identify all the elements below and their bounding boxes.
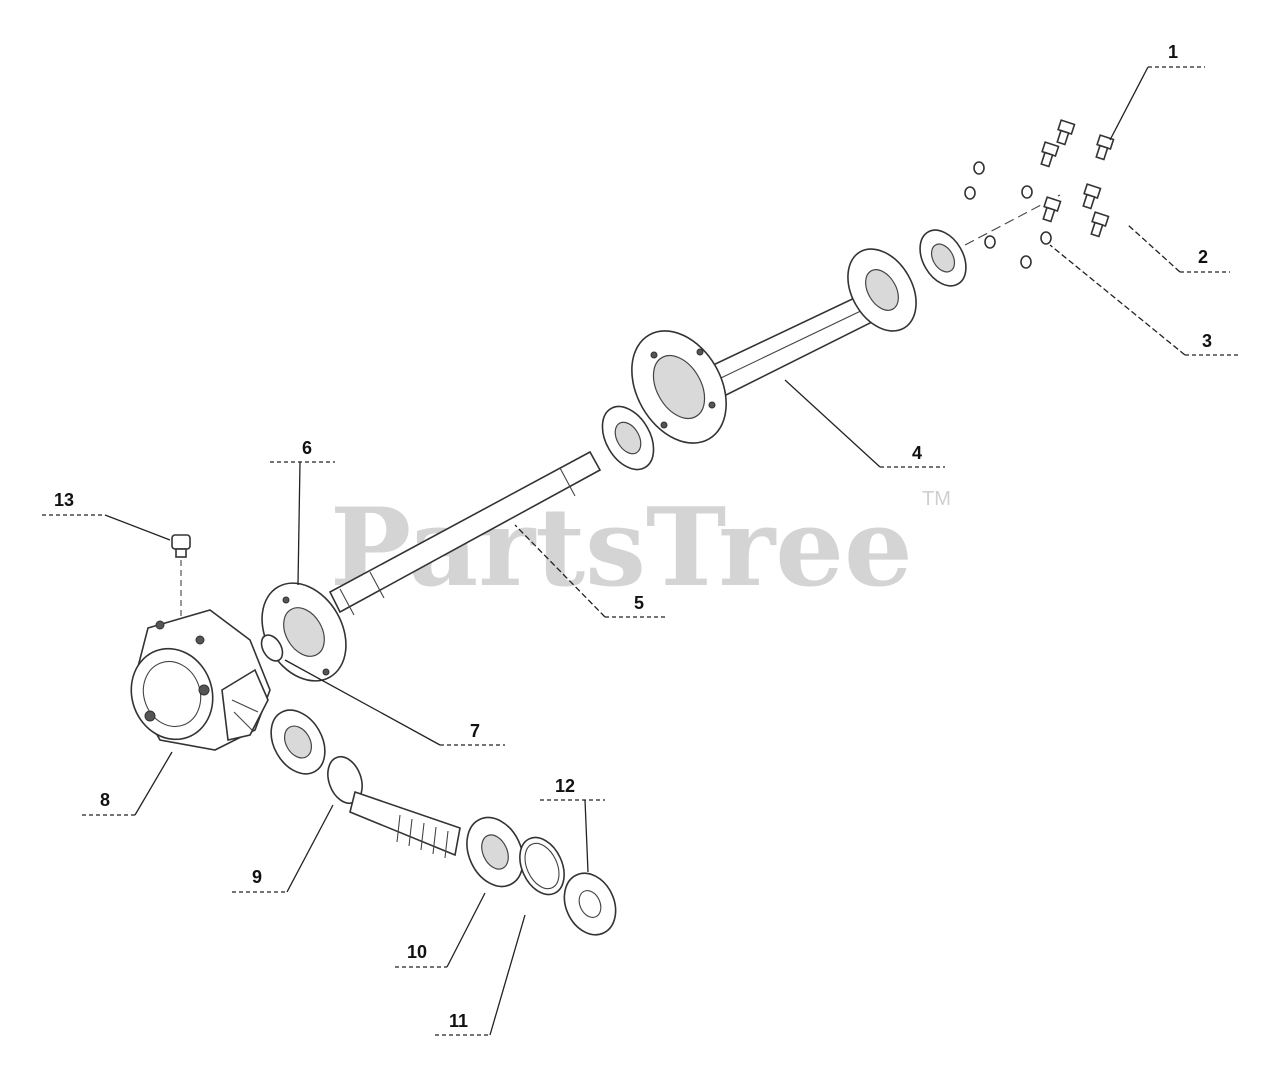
callout-4[interactable]: 4: [912, 443, 922, 463]
nut-group[interactable]: [964, 161, 1052, 269]
gear-housing[interactable]: [119, 609, 271, 751]
callout-3[interactable]: 3: [1202, 331, 1212, 351]
watermark-trademark: TM: [922, 488, 951, 510]
callout-9[interactable]: 9: [252, 867, 262, 887]
callout-12[interactable]: 12: [555, 776, 575, 796]
callout-labels: 1 2 3 4 5 6 7 8 9 10 11 12 13: [54, 42, 1212, 1031]
callout-7[interactable]: 7: [470, 721, 480, 741]
lower-bearing-left[interactable]: [260, 701, 336, 784]
leader-lines: [42, 66, 1240, 1036]
inner-shaft[interactable]: [328, 450, 602, 616]
callout-6[interactable]: 6: [302, 438, 312, 458]
axle-tube[interactable]: [613, 237, 930, 460]
callout-11[interactable]: 11: [449, 1011, 468, 1031]
seal-washer[interactable]: [555, 865, 626, 943]
flange-bearing[interactable]: [245, 568, 363, 696]
mid-bearing[interactable]: [592, 398, 664, 479]
upper-bearing[interactable]: [911, 222, 976, 294]
callout-2[interactable]: 2: [1198, 247, 1208, 267]
callout-8[interactable]: 8: [100, 790, 110, 810]
callout-1[interactable]: 1: [1168, 42, 1178, 62]
callout-13[interactable]: 13: [54, 490, 74, 510]
small-ring[interactable]: [257, 631, 287, 664]
snap-ring[interactable]: [511, 830, 573, 901]
callout-5[interactable]: 5: [634, 593, 644, 613]
pinion-shaft[interactable]: [322, 752, 461, 859]
plug[interactable]: [171, 534, 191, 620]
callout-10[interactable]: 10: [407, 942, 427, 962]
pinion-bearing[interactable]: [456, 808, 534, 895]
bolt-group[interactable]: [1038, 119, 1115, 238]
